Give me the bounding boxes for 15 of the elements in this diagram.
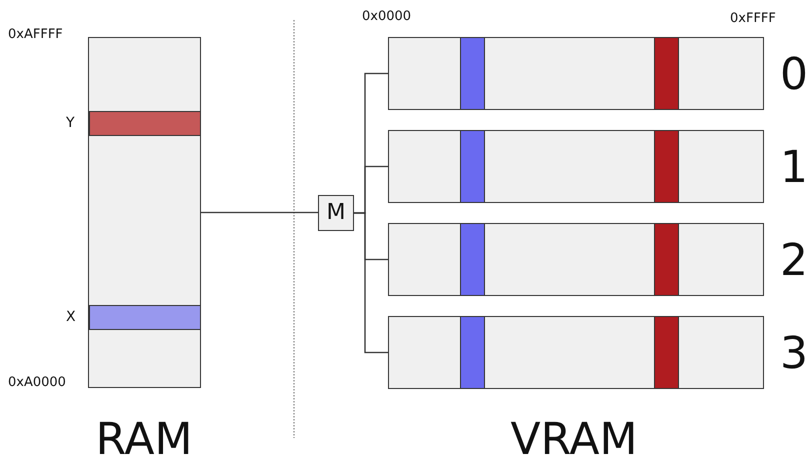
address-label: X	[66, 310, 76, 324]
bank-number: 2	[780, 239, 808, 283]
mux-label: M	[326, 202, 346, 224]
address-label: 0xA0000	[8, 376, 66, 389]
memory-title: VRAM	[510, 418, 638, 462]
connector-line	[354, 212, 388, 354]
memory-title: RAM	[96, 418, 192, 462]
address-label: 0xAFFFF	[8, 28, 63, 41]
bank-number: 1	[780, 146, 808, 190]
bank-number: 0	[780, 53, 808, 97]
bank-number: 3	[780, 332, 808, 376]
address-label: Y	[66, 116, 75, 130]
connector-line	[201, 212, 318, 214]
address-label: 0x0000	[362, 10, 412, 23]
address-label: 0xFFFF	[730, 12, 776, 25]
